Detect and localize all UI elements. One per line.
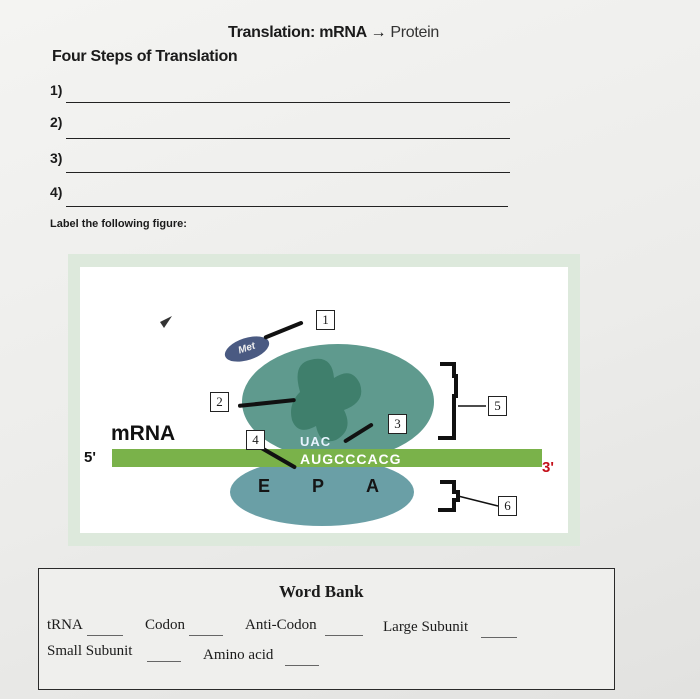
trna-shape <box>291 358 362 442</box>
step-number-1: 1) <box>50 82 63 98</box>
word-bank-blank-small-subunit <box>147 661 181 662</box>
word-bank-term-large-subunit: Large Subunit <box>383 619 469 635</box>
word-bank-term-small-subunit: Small Subunit <box>47 643 133 659</box>
mrna-strand <box>112 449 542 467</box>
word-bank-blank-amino-acid <box>285 665 319 666</box>
step-number-3: 3) <box>50 150 63 166</box>
three-prime-label: 3' <box>542 459 554 476</box>
word-bank-term-anticodon: Anti-Codon <box>245 617 317 633</box>
word-bank-term-codon: Codon <box>145 617 186 633</box>
step-number-4: 4) <box>50 184 63 200</box>
step-answer-line-3[interactable] <box>66 172 510 173</box>
step-answer-line-2[interactable] <box>66 138 510 139</box>
step-number-2: 2) <box>50 114 63 130</box>
steps-heading: Four Steps of Translation <box>52 48 238 65</box>
label-box-6[interactable]: 6 <box>498 496 517 516</box>
site-e-label: E <box>258 476 271 496</box>
word-bank-blank-anticodon <box>325 635 363 636</box>
label-box-2[interactable]: 2 <box>210 392 229 412</box>
word-bank-title: Word Bank <box>279 582 364 601</box>
word-bank: Word Bank tRNA Codon Anti-Codon Large Su… <box>38 568 615 690</box>
label-box-3[interactable]: 3 <box>388 414 407 434</box>
site-a-label: A <box>366 476 379 496</box>
small-subunit-shape <box>230 458 414 526</box>
bracket-6-shape <box>438 480 460 512</box>
worksheet-title: Translation: mRNA → Protein <box>228 24 439 42</box>
bracket-5-shape <box>438 362 458 440</box>
word-bank-blank-codon <box>189 635 223 636</box>
codon-sequence: AUGCCCACG <box>300 451 402 467</box>
label-box-5[interactable]: 5 <box>488 396 507 416</box>
label-box-4[interactable]: 4 <box>246 430 265 450</box>
label-box-1[interactable]: 1 <box>316 310 335 330</box>
word-bank-blank-trna <box>87 635 123 636</box>
word-bank-term-amino-acid: Amino acid <box>203 647 274 663</box>
five-prime-label: 5' <box>84 449 96 466</box>
anticodon-sequence: UAC <box>300 434 332 449</box>
label-instruction: Label the following figure: <box>50 218 187 230</box>
mrna-label: mRNA <box>111 422 176 445</box>
marker-arrow-shape <box>160 316 172 328</box>
word-bank-blank-large-subunit <box>481 637 517 638</box>
word-bank-term-trna: tRNA <box>47 617 83 633</box>
title-end: Protein <box>390 24 439 41</box>
step-answer-line-4[interactable] <box>66 206 508 207</box>
arrow-icon: → <box>370 24 387 41</box>
bracket-6-connector <box>457 495 499 507</box>
site-p-label: P <box>312 476 325 496</box>
title-text: Translation: mRNA <box>228 24 367 41</box>
step-answer-line-1[interactable] <box>66 102 510 103</box>
